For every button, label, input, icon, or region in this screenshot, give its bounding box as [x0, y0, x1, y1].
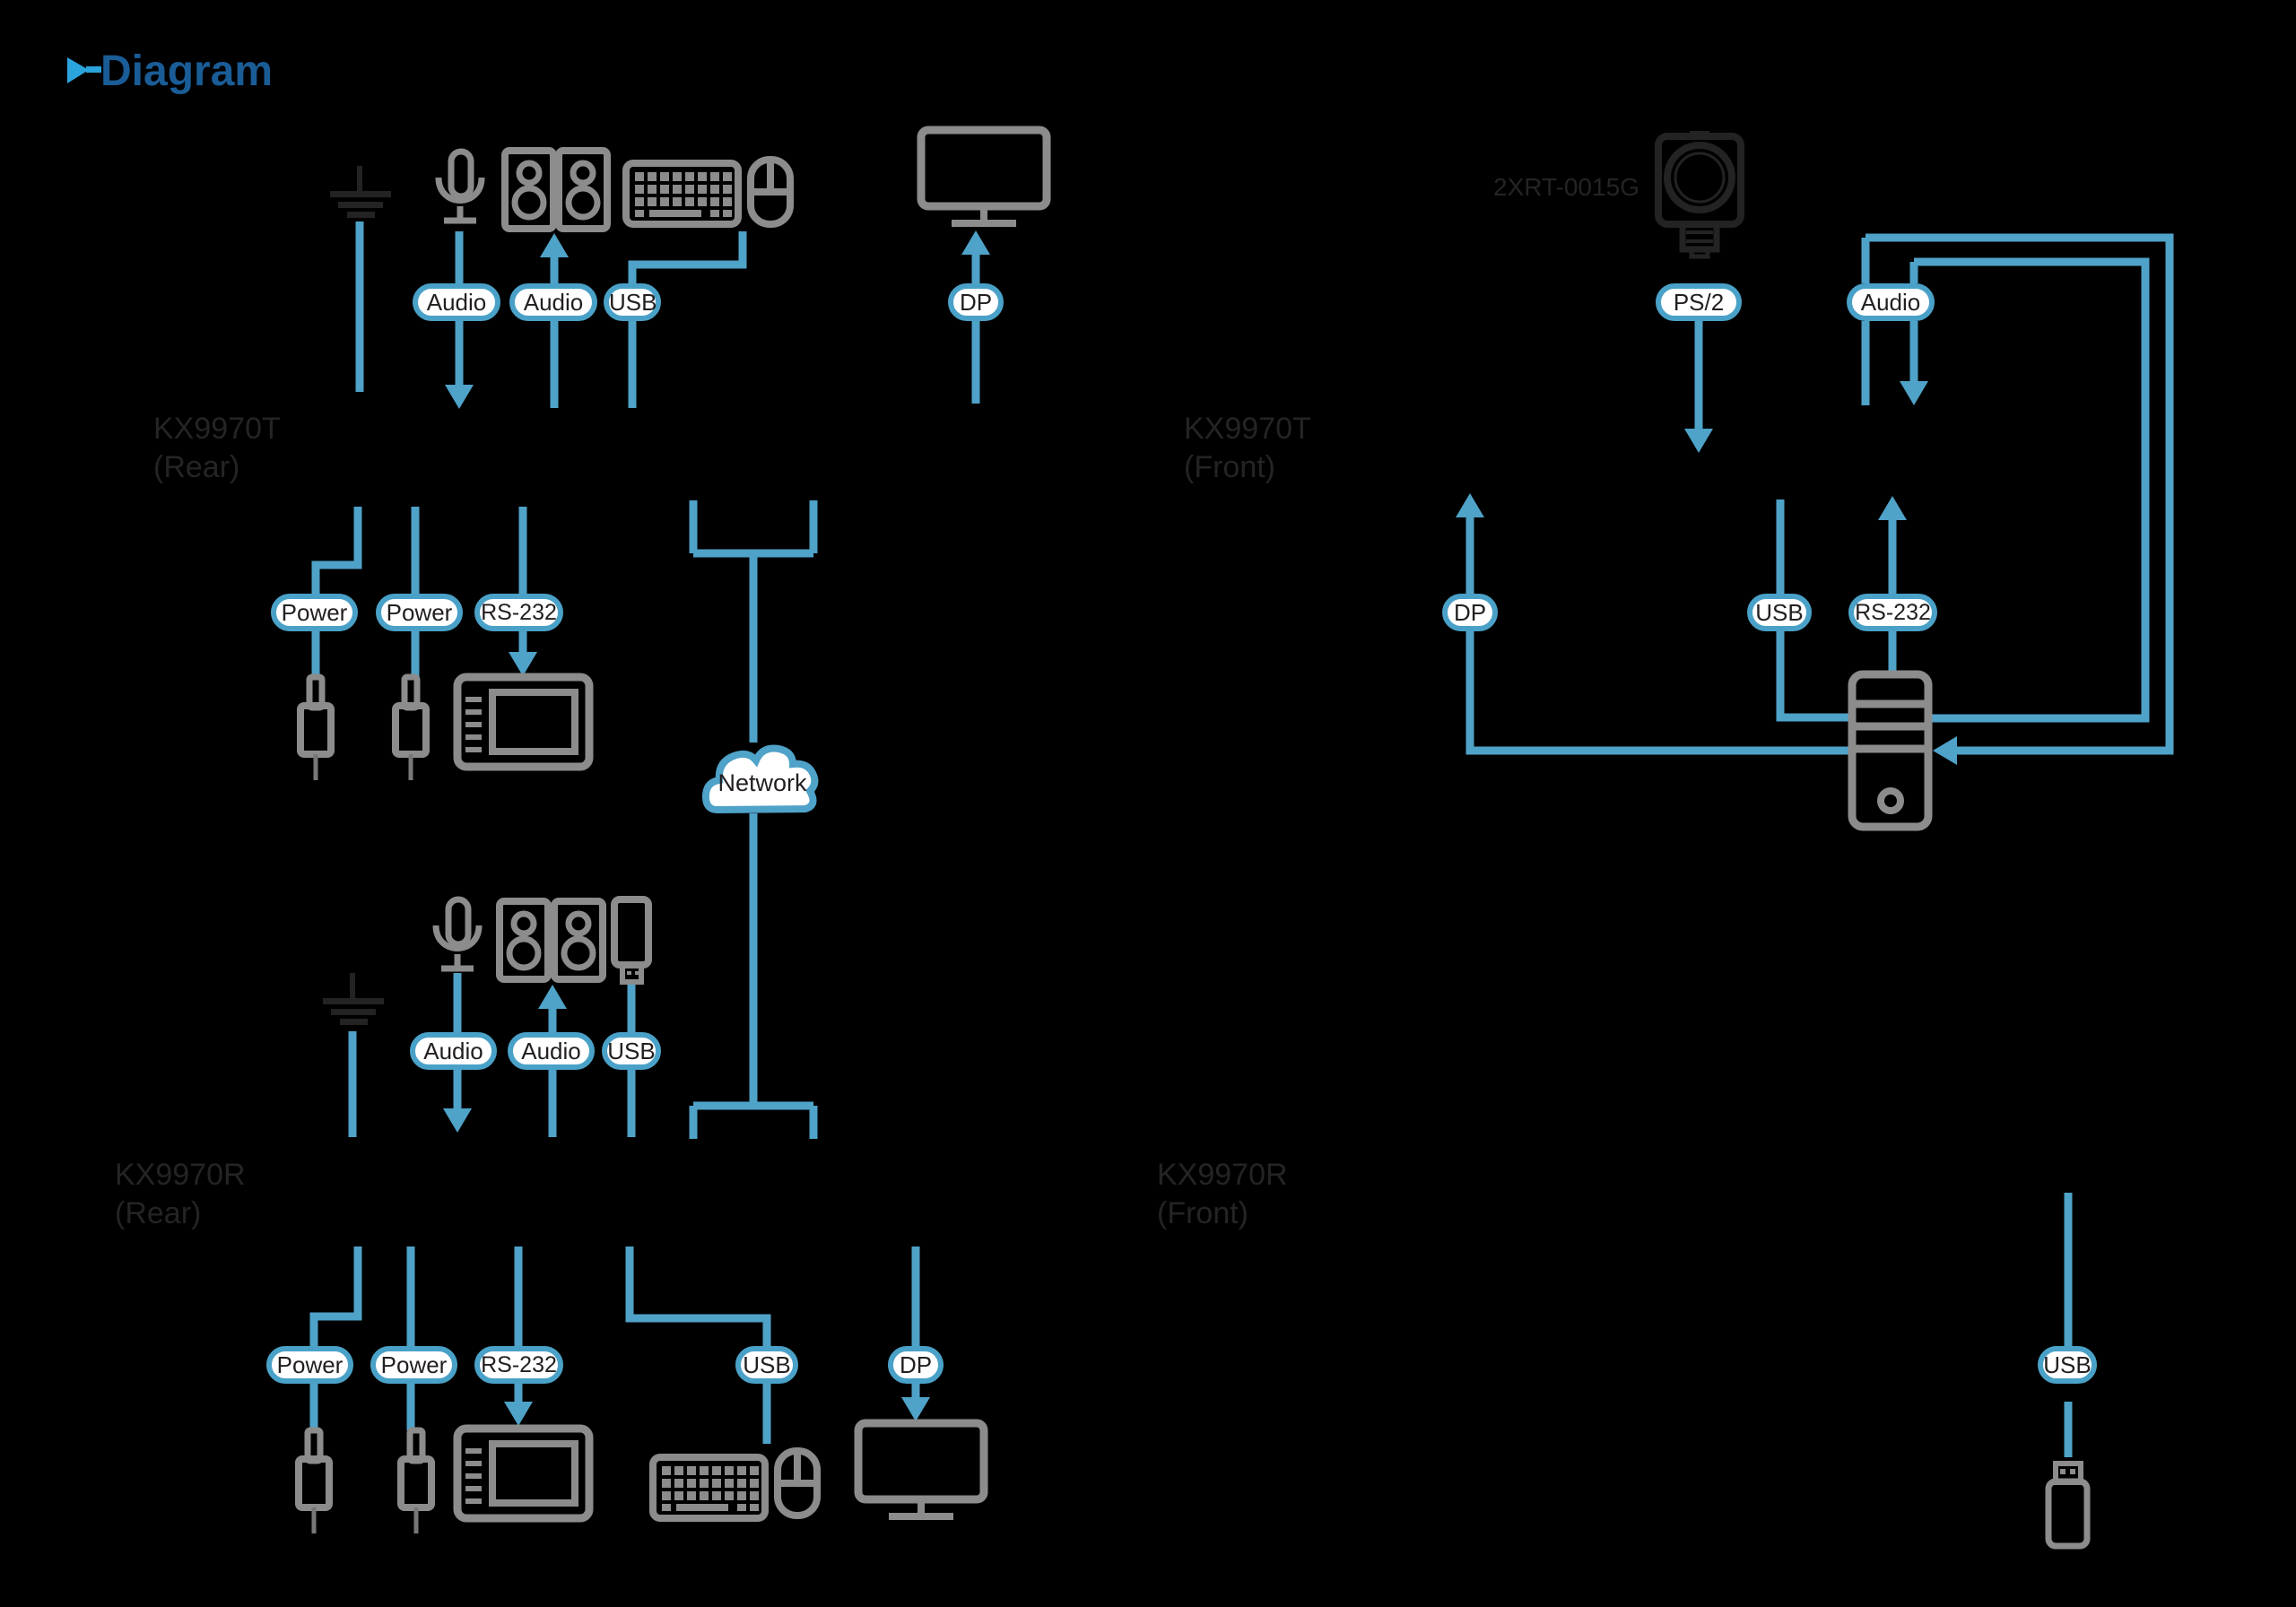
arrow-down-mic-audio — [445, 385, 474, 409]
monitor-icon — [921, 130, 1047, 223]
power-plug-icon — [401, 1430, 431, 1533]
usb-km-wire-bottom — [625, 1247, 771, 1444]
arrow-up-monitor-top — [961, 230, 990, 255]
arrow-left-into-tower — [1933, 736, 1957, 765]
audio-pill: Audio — [410, 1032, 497, 1070]
label-accessory-model: 2XRT-0015G — [1493, 173, 1639, 201]
serial-device-icon — [457, 677, 589, 767]
usb-pc-wire — [1776, 499, 1852, 722]
arrow-up-dp-front — [1456, 493, 1484, 517]
network-wires — [689, 500, 818, 1139]
microphone-icon — [439, 152, 482, 221]
arrow-down-monitor-bottom — [901, 1397, 930, 1421]
label-kx9970r-rear: KX9970R (Rear) — [115, 1158, 246, 1230]
monitor-icon — [858, 1423, 984, 1516]
label-kx9970t-rear: KX9970T (Rear) — [153, 412, 281, 484]
ps2-pill: PS/2 — [1656, 283, 1742, 321]
dp-pill: DP — [888, 1346, 944, 1384]
ground-icon — [330, 166, 391, 218]
arrow-down-serial-top — [509, 652, 537, 676]
arrow-up-speakers — [540, 233, 569, 257]
camera-module-icon — [1655, 131, 1744, 259]
usb-pill: USB — [602, 1032, 661, 1070]
audio-pill: Audio — [509, 283, 597, 321]
usb-dongle-icon — [611, 896, 652, 985]
power-pill: Power — [271, 594, 358, 631]
title-marker-icon — [67, 57, 101, 83]
audio-loop-outer — [1866, 233, 2174, 755]
rs232-pill: RS-232 — [474, 1346, 563, 1384]
computer-tower-icon — [1848, 670, 1933, 831]
keyboard-mouse-usb-wire — [628, 231, 747, 408]
arrow-up-speakers-2 — [538, 985, 567, 1009]
usb-pill: USB — [735, 1346, 798, 1384]
serial-device-icon — [457, 1429, 589, 1518]
power-pill: Power — [266, 1346, 353, 1384]
ground-icon — [323, 973, 384, 1025]
rs232-pill: RS-232 — [474, 594, 563, 631]
arrow-down-audio-front — [1900, 381, 1928, 405]
power-pill: Power — [376, 594, 463, 631]
speaker-icon — [559, 151, 607, 229]
usb-pill: USB — [1747, 594, 1812, 631]
audio-pill: Audio — [413, 283, 500, 321]
usb-pill: USB — [2038, 1346, 2097, 1384]
label-kx9970r-front: KX9970R (Front) — [1157, 1158, 1288, 1230]
dp-pill: DP — [948, 283, 1004, 321]
speaker-icon — [500, 901, 548, 979]
usb-flash-drive-icon — [2045, 1461, 2091, 1550]
power-wire-1 — [311, 507, 362, 677]
audio-loop-inner — [1914, 257, 2150, 723]
power-pill: Power — [370, 1346, 457, 1384]
power-wire-3 — [309, 1247, 362, 1430]
mouse-icon — [751, 160, 790, 224]
arrow-down-ps2 — [1684, 429, 1713, 453]
mouse-icon — [778, 1451, 817, 1516]
page-title: Diagram — [100, 48, 274, 95]
dp-pill: DP — [1442, 594, 1498, 631]
arrow-down-serial-bottom — [504, 1402, 533, 1426]
keyboard-icon — [626, 163, 738, 224]
arrow-down-mic-audio-2 — [443, 1108, 472, 1133]
arrow-up-rs232-front — [1878, 496, 1907, 520]
network-cloud-icon — [701, 744, 819, 814]
speaker-icon — [554, 901, 603, 979]
speaker-icon — [505, 151, 553, 229]
audio-pill: Audio — [1847, 283, 1935, 321]
dp-pc-wire — [1465, 517, 1852, 755]
usb-pill: USB — [604, 283, 661, 321]
keyboard-icon — [653, 1457, 765, 1518]
label-kx9970t-front: KX9970T (Front) — [1184, 412, 1311, 484]
network-label: Network — [718, 769, 807, 796]
power-plug-icon — [299, 1430, 329, 1533]
power-plug-icon — [300, 677, 331, 780]
microphone-icon — [436, 899, 479, 969]
power-plug-icon — [396, 677, 426, 780]
audio-pill: Audio — [508, 1032, 595, 1070]
rs232-pill: RS-232 — [1848, 594, 1937, 631]
